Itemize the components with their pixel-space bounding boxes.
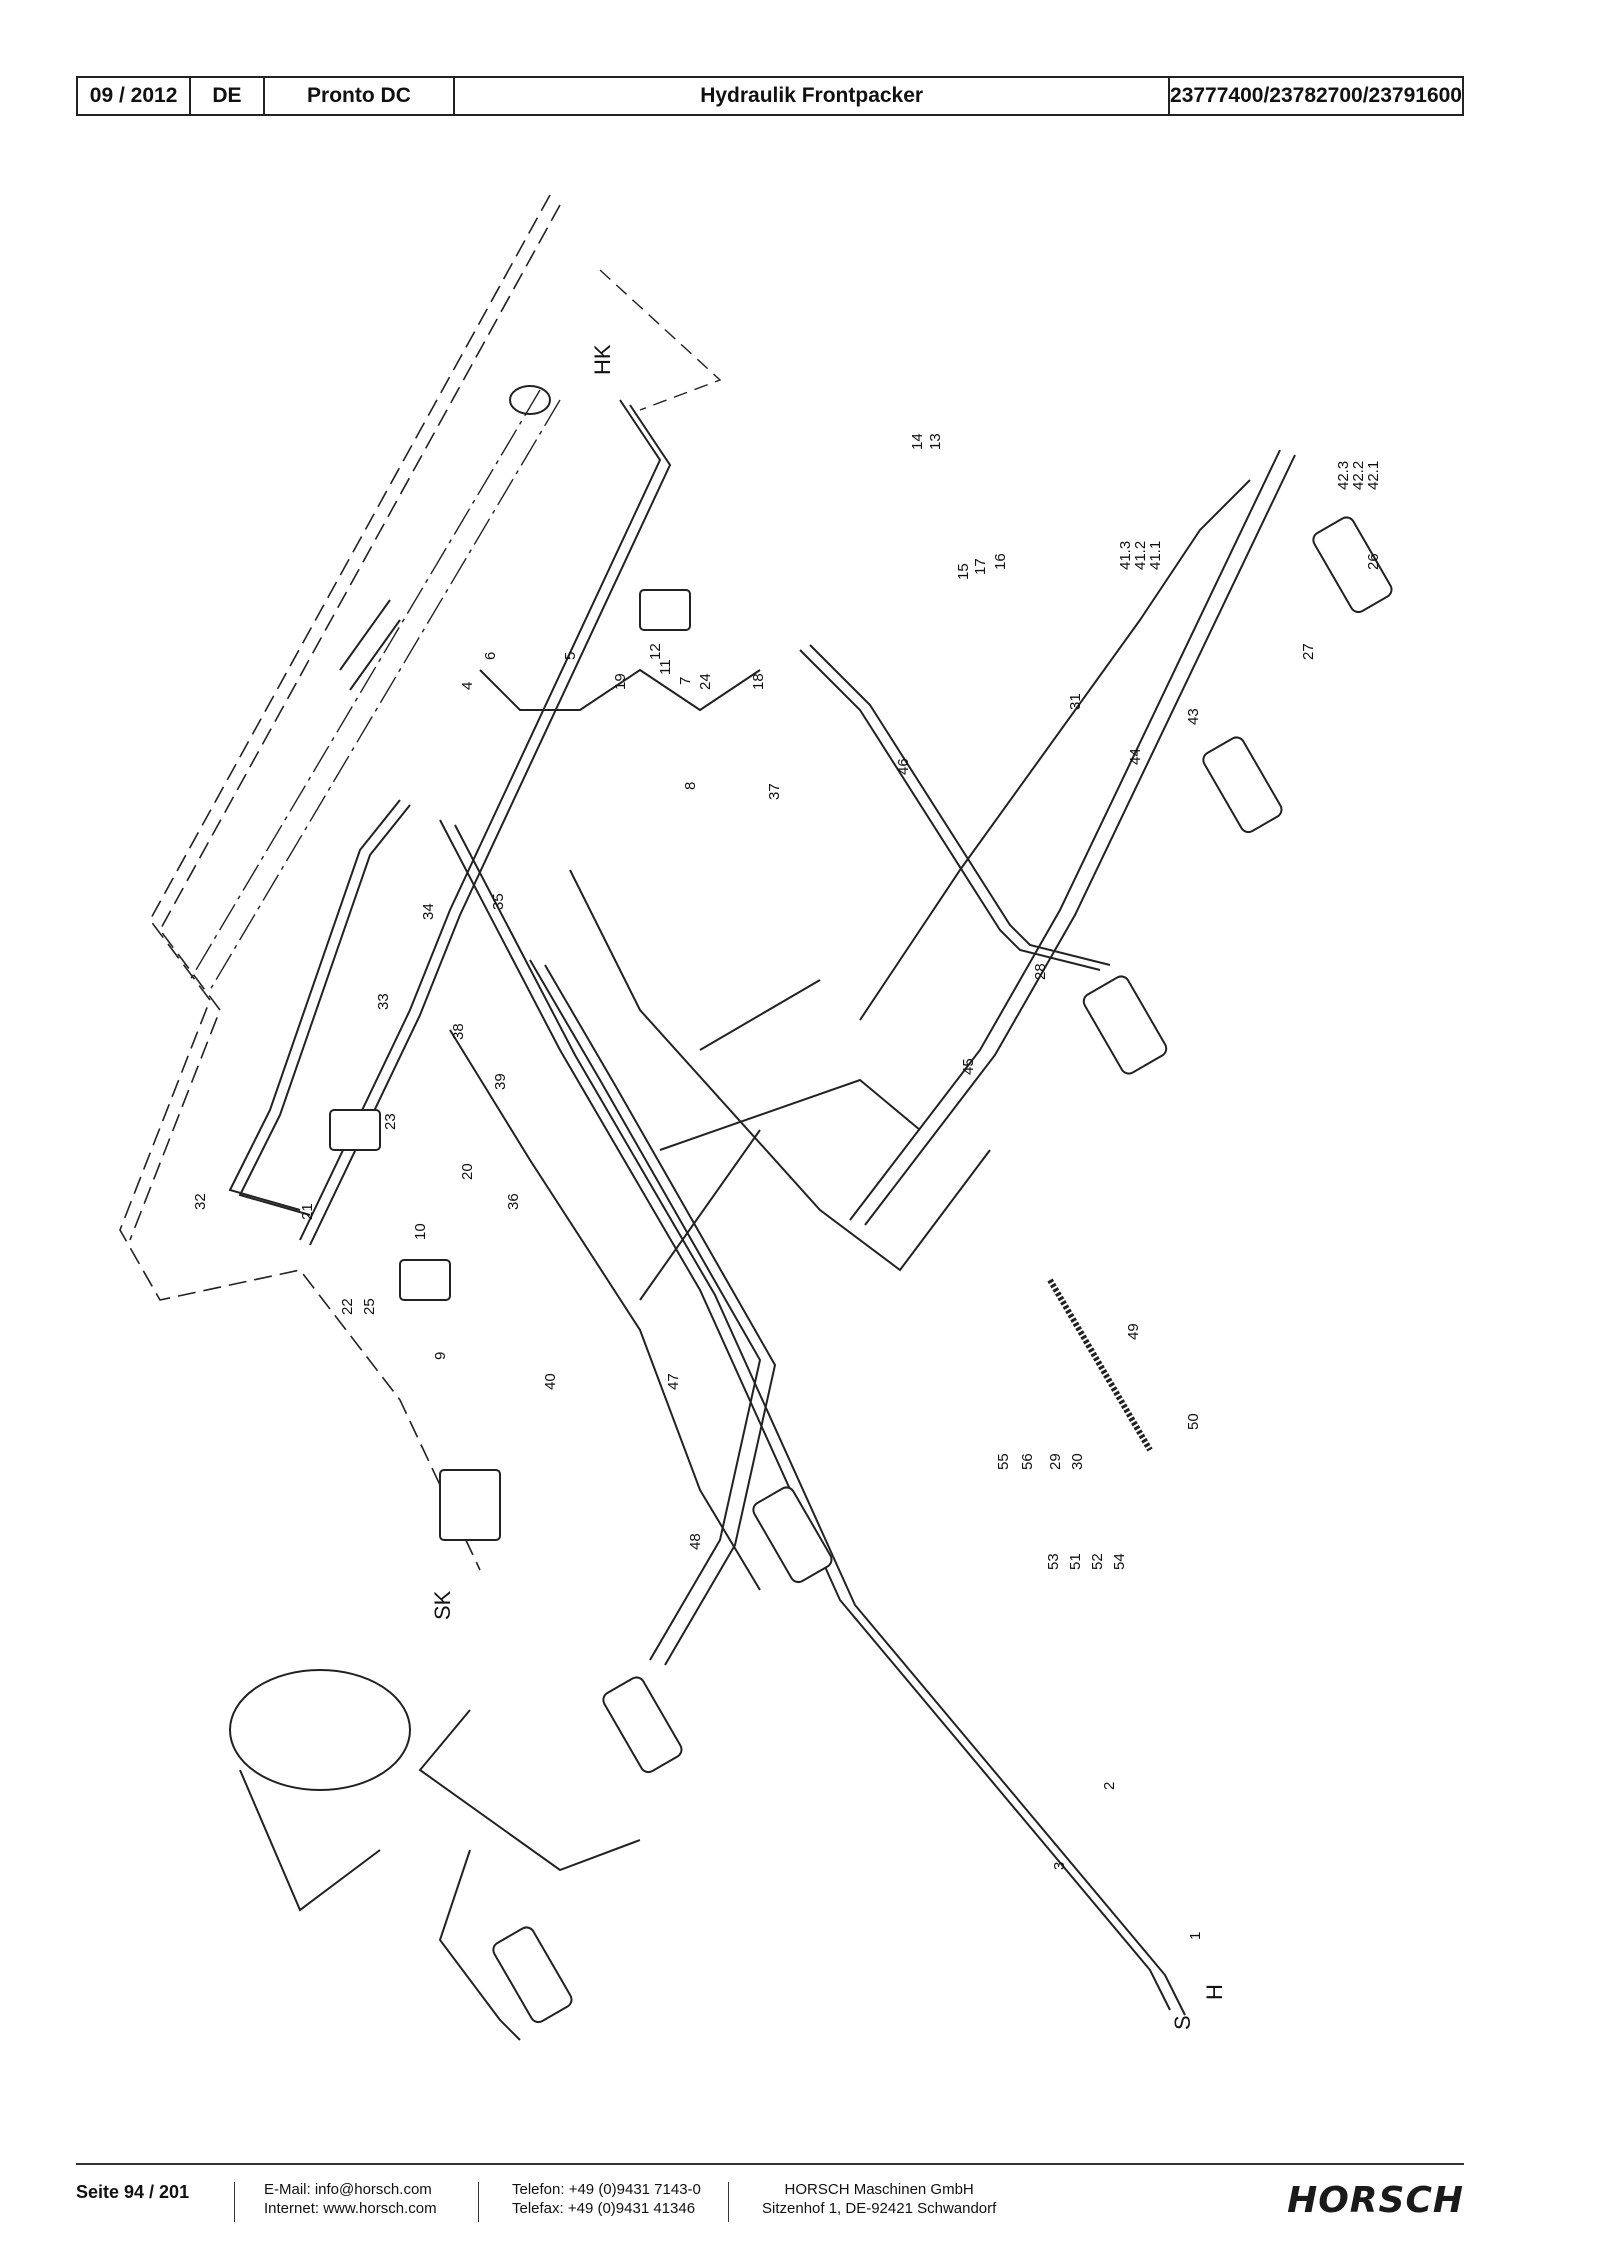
label-13: 13 (927, 433, 944, 450)
label-48: 48 (687, 1533, 704, 1550)
label-29: 29 (1047, 1453, 1064, 1470)
label-44: 44 (1127, 748, 1144, 765)
label-35: 35 (490, 893, 507, 910)
label-42-1: 42.1 (1365, 461, 1382, 490)
label-45: 45 (960, 1058, 977, 1075)
label-54: 54 (1111, 1553, 1128, 1570)
page-number: Seite 94 / 201 (76, 2182, 190, 2202)
label-19: 19 (612, 673, 629, 690)
label-hk: HK (590, 344, 615, 375)
label-16: 16 (992, 553, 1009, 570)
label-27: 27 (1300, 643, 1317, 660)
label-10: 10 (412, 1223, 429, 1240)
footer-separator (234, 2182, 235, 2222)
hydraulic-diagram: HK SK S H 1 2 3 4 5 6 7 8 9 10 11 12 13 … (119, 194, 1393, 2041)
footer: Seite 94 / 201 E-Mail: info@horsch.com I… (76, 2174, 1464, 2234)
label-14: 14 (909, 433, 926, 450)
label-5: 5 (562, 652, 579, 660)
label-1: 1 (1187, 1932, 1204, 1940)
label-32: 32 (192, 1193, 209, 1210)
footer-address: Sitzenhof 1, DE-92421 Schwandorf (762, 2200, 997, 2217)
label-7: 7 (677, 677, 694, 685)
footer-internet: Internet: www.horsch.com (264, 2200, 437, 2217)
label-55: 55 (995, 1453, 1012, 1470)
label-4: 4 (459, 682, 476, 690)
footer-company-block: HORSCH Maschinen GmbH Sitzenhof 1, DE-92… (762, 2180, 996, 2218)
header-part-numbers: 23777400/23782700/23791600 (1170, 84, 1462, 107)
label-24: 24 (697, 673, 714, 690)
label-51: 51 (1067, 1553, 1084, 1570)
label-20: 20 (459, 1163, 476, 1180)
label-47: 47 (665, 1373, 682, 1390)
label-37: 37 (766, 783, 783, 800)
label-33: 33 (375, 993, 392, 1010)
label-43: 43 (1185, 708, 1202, 725)
header-table: 09 / 2012 DE Pronto DC Hydraulik Frontpa… (76, 76, 1464, 116)
footer-divider (76, 2163, 1464, 2165)
label-28: 28 (1032, 963, 1049, 980)
label-22: 22 (339, 1298, 356, 1315)
label-46: 46 (895, 758, 912, 775)
label-15: 15 (955, 563, 972, 580)
label-25: 25 (361, 1298, 378, 1315)
label-h: H (1202, 1984, 1227, 2000)
label-34: 34 (420, 903, 437, 920)
label-8: 8 (682, 782, 699, 790)
label-50: 50 (1185, 1413, 1202, 1430)
label-41-2: 41.2 (1132, 541, 1149, 570)
label-2: 2 (1101, 1782, 1118, 1790)
label-sk: SK (430, 1590, 455, 1620)
header-date: 09 / 2012 (78, 78, 192, 114)
header-title: Hydraulik Frontpacker (455, 78, 1171, 114)
footer-phone: Telefon: +49 (0)9431 7143-0 (512, 2181, 701, 2198)
label-11: 11 (657, 659, 674, 675)
label-40: 40 (542, 1373, 559, 1390)
label-9: 9 (432, 1352, 449, 1360)
label-26: 26 (1365, 553, 1382, 570)
label-38: 38 (450, 1023, 467, 1040)
label-17: 17 (972, 558, 989, 575)
horsch-logo: HORSCH (1287, 2180, 1464, 2221)
label-21: 21 (299, 1203, 316, 1220)
label-52: 52 (1089, 1553, 1106, 1570)
label-49: 49 (1125, 1323, 1142, 1340)
label-53: 53 (1045, 1553, 1062, 1570)
label-s: S (1170, 2015, 1195, 2030)
label-42-3: 42.3 (1335, 461, 1352, 490)
label-23: 23 (382, 1113, 399, 1130)
footer-email: E-Mail: info@horsch.com (264, 2181, 432, 2198)
footer-fax: Telefax: +49 (0)9431 41346 (512, 2200, 696, 2217)
label-18: 18 (750, 673, 767, 690)
label-41-3: 41.3 (1117, 541, 1134, 570)
label-41-1: 41.1 (1147, 541, 1164, 570)
label-42-2: 42.2 (1350, 461, 1367, 490)
footer-separator (728, 2182, 729, 2222)
footer-contact-phone: Telefon: +49 (0)9431 7143-0 Telefax: +49… (512, 2180, 701, 2218)
label-36: 36 (505, 1193, 522, 1210)
label-6: 6 (482, 652, 499, 660)
header-language: DE (191, 78, 265, 114)
footer-contact-web: E-Mail: info@horsch.com Internet: www.ho… (264, 2180, 437, 2218)
label-30: 30 (1069, 1453, 1086, 1470)
label-56: 56 (1019, 1453, 1036, 1470)
header-model: Pronto DC (265, 78, 456, 114)
footer-separator (478, 2182, 479, 2222)
label-39: 39 (492, 1073, 509, 1090)
label-31: 31 (1067, 693, 1084, 710)
footer-company: HORSCH Maschinen GmbH (784, 2181, 974, 2198)
label-3: 3 (1051, 1862, 1068, 1870)
label-12: 12 (647, 643, 664, 660)
